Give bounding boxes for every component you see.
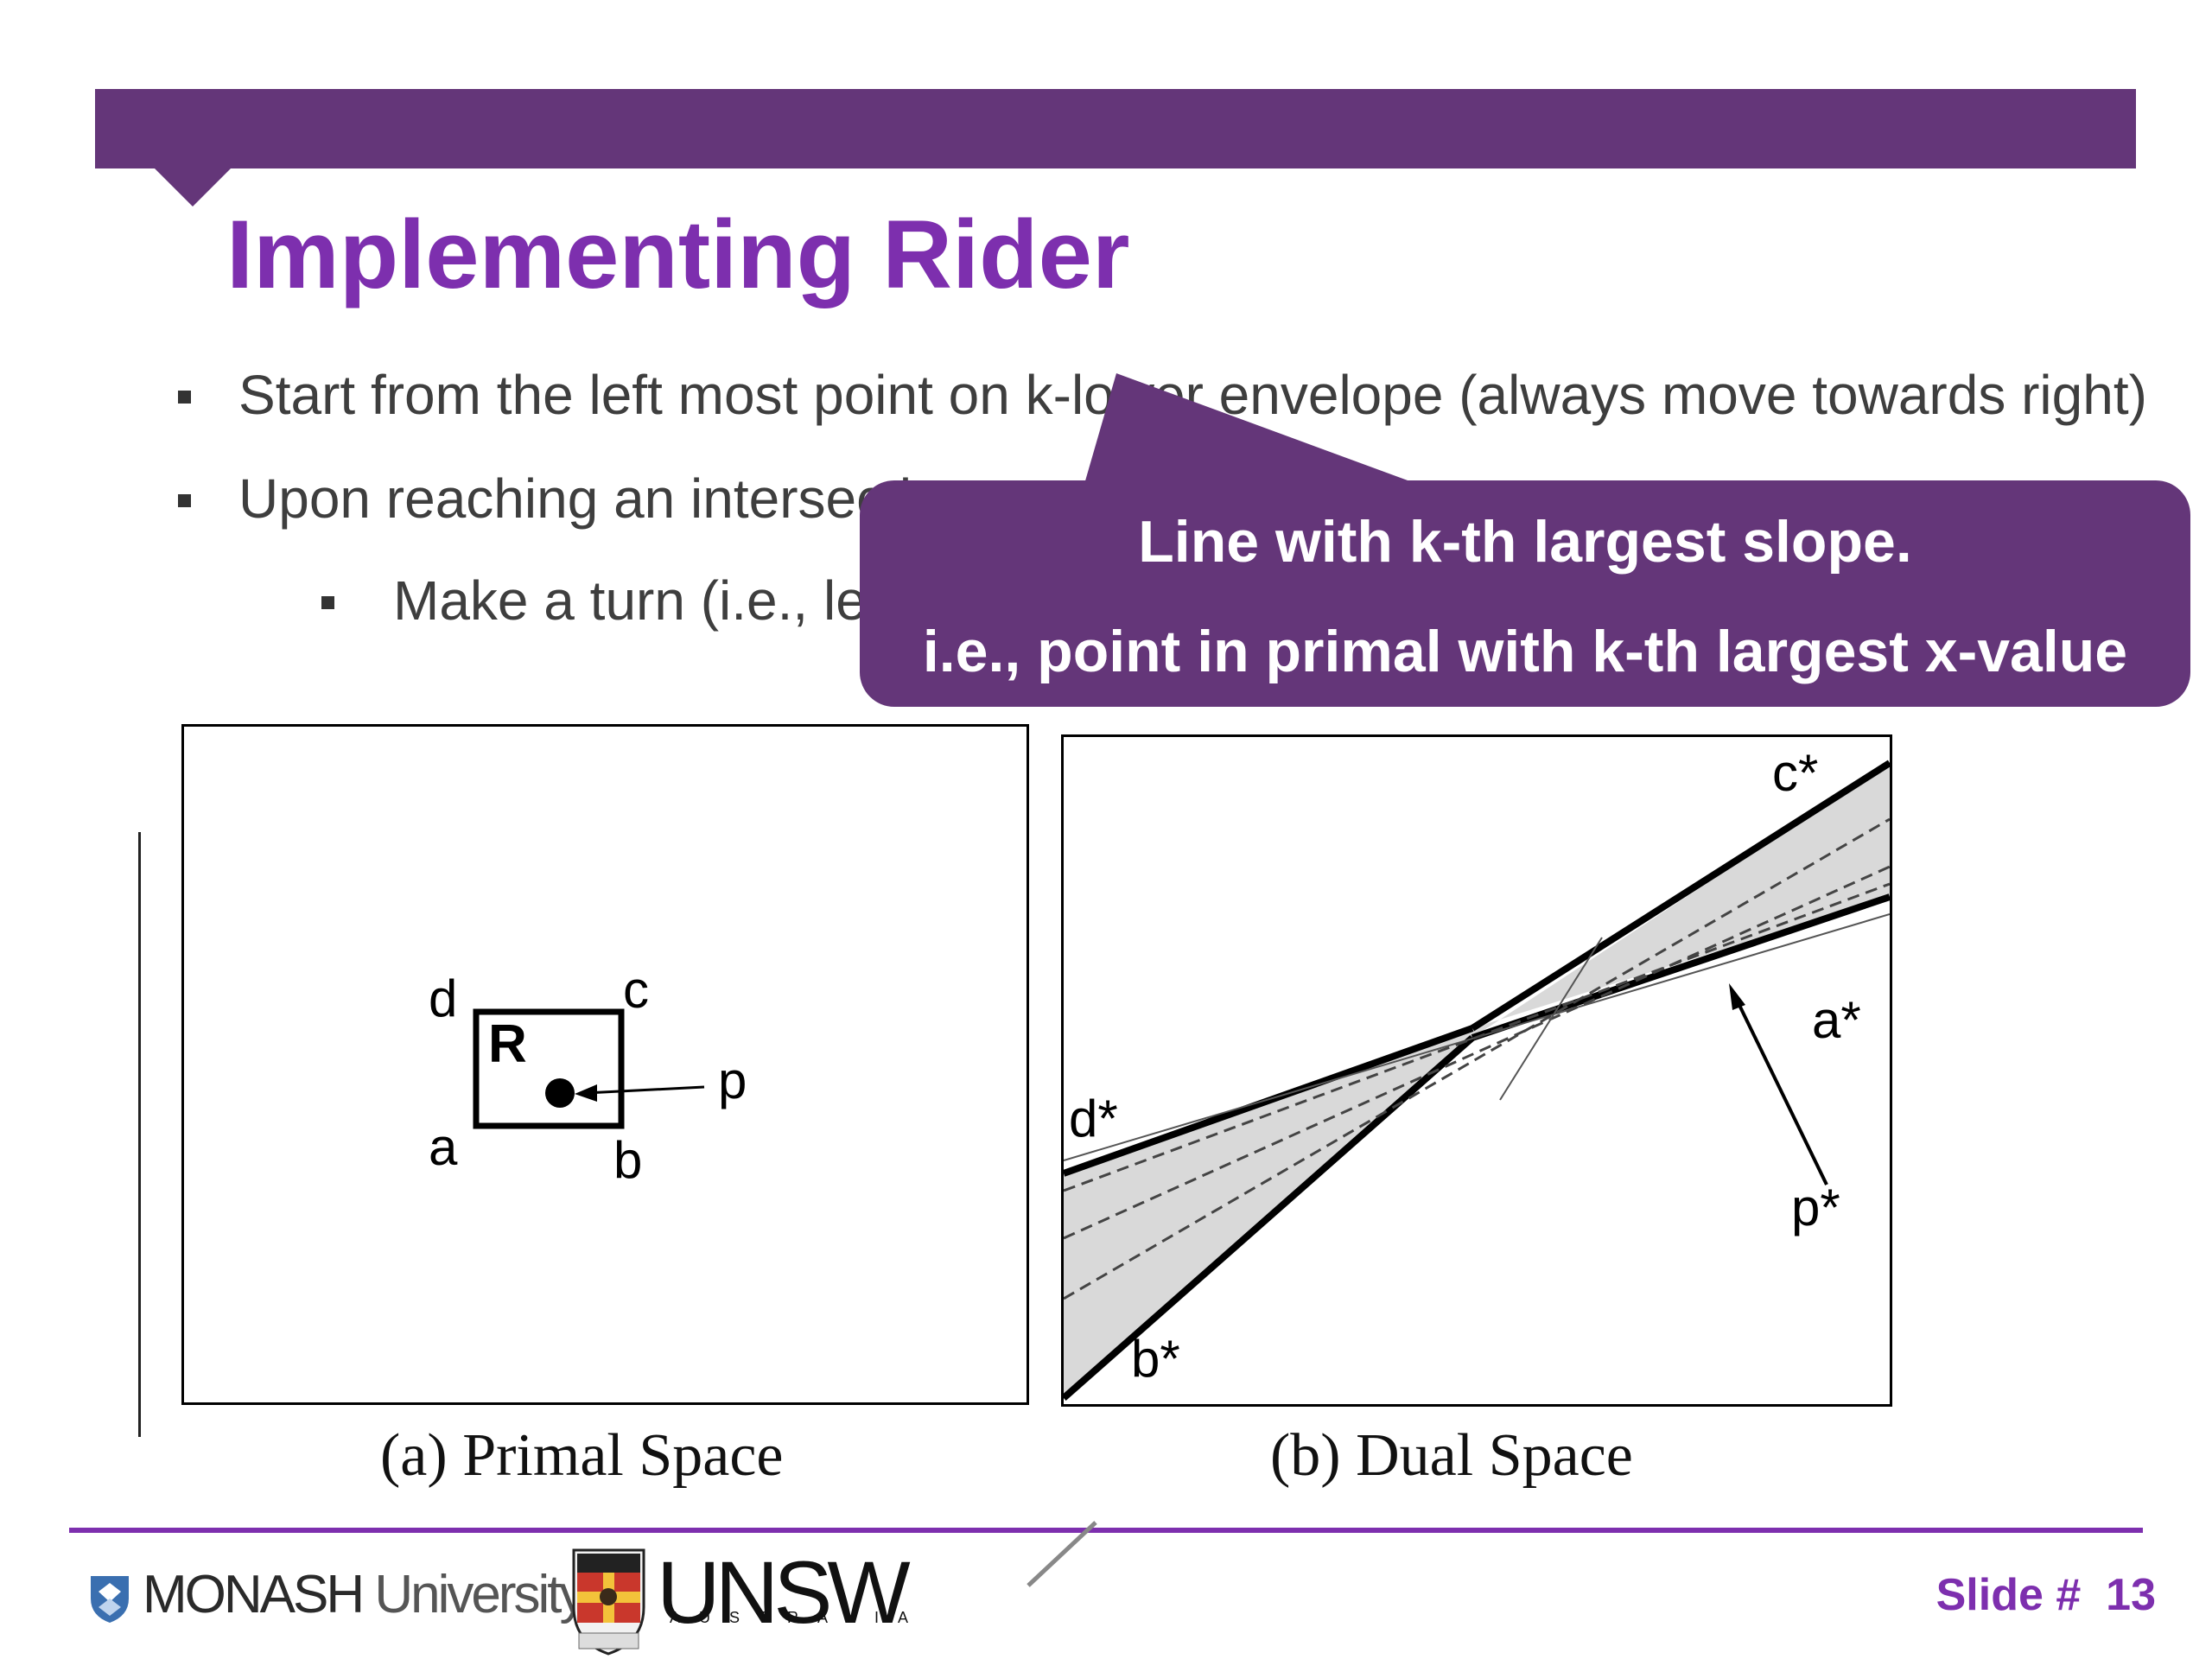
primal-label-c: c (623, 961, 649, 1019)
header-bar (95, 89, 2136, 168)
primal-caption: (a) Primal Space (380, 1422, 784, 1489)
sub-bullet-1: Make a turn (i.e., le (393, 569, 867, 632)
sub-bullet-marker (321, 596, 334, 609)
primal-space-diagram: R d c a b p (429, 961, 747, 1189)
callout-box (860, 480, 2190, 707)
monash-logo-text: MONASH University (143, 1564, 587, 1625)
bullet-marker (178, 391, 191, 404)
monash-bold: MONASH (143, 1565, 365, 1624)
left-divider (138, 832, 141, 1437)
monash-rest: University (362, 1565, 586, 1624)
monash-shield-icon (91, 1576, 129, 1623)
header-bar-notch (153, 167, 232, 207)
unsw-subtitle: AUSTRALIA (670, 1609, 928, 1626)
dual-label-d: d* (1069, 1090, 1118, 1147)
unsw-logo-text: UNSW (657, 1543, 911, 1642)
primal-label-R: R (488, 1014, 527, 1074)
primal-label-d: d (429, 969, 457, 1027)
dual-space-diagram: c* a* d* b* p* (1064, 744, 1890, 1402)
bullet-1: Start from the left most point on k-lowe… (238, 364, 2147, 426)
dual-label-c: c* (1772, 744, 1818, 802)
dual-label-b: b* (1131, 1330, 1180, 1388)
unsw-crest-icon (572, 1548, 645, 1656)
slide-number-value: 13 (2106, 1570, 2156, 1620)
slide-number: Slide # 13 (1936, 1569, 2156, 1621)
bullet-marker (178, 494, 191, 507)
primal-label-b: b (613, 1131, 642, 1189)
dual-caption: (b) Dual Space (1270, 1422, 1633, 1489)
dual-space-frame: c* a* d* b* p* (1061, 734, 1892, 1407)
dual-label-a: a* (1812, 991, 1861, 1049)
slide-title: Implementing Rider (226, 200, 1130, 308)
dual-label-p: p* (1791, 1179, 1840, 1236)
primal-label-a: a (429, 1118, 458, 1176)
callout-line-2: i.e., point in primal with k-th largest … (922, 619, 2128, 684)
callout-line-1: Line with k-th largest slope. (1138, 509, 1912, 575)
primal-label-p: p (718, 1052, 747, 1109)
footer-divider (69, 1528, 2143, 1533)
primal-space-frame: R d c a b p (181, 724, 1029, 1405)
bullet-2: Upon reaching an intersection (238, 467, 974, 530)
slide-label: Slide # (1936, 1570, 2082, 1620)
